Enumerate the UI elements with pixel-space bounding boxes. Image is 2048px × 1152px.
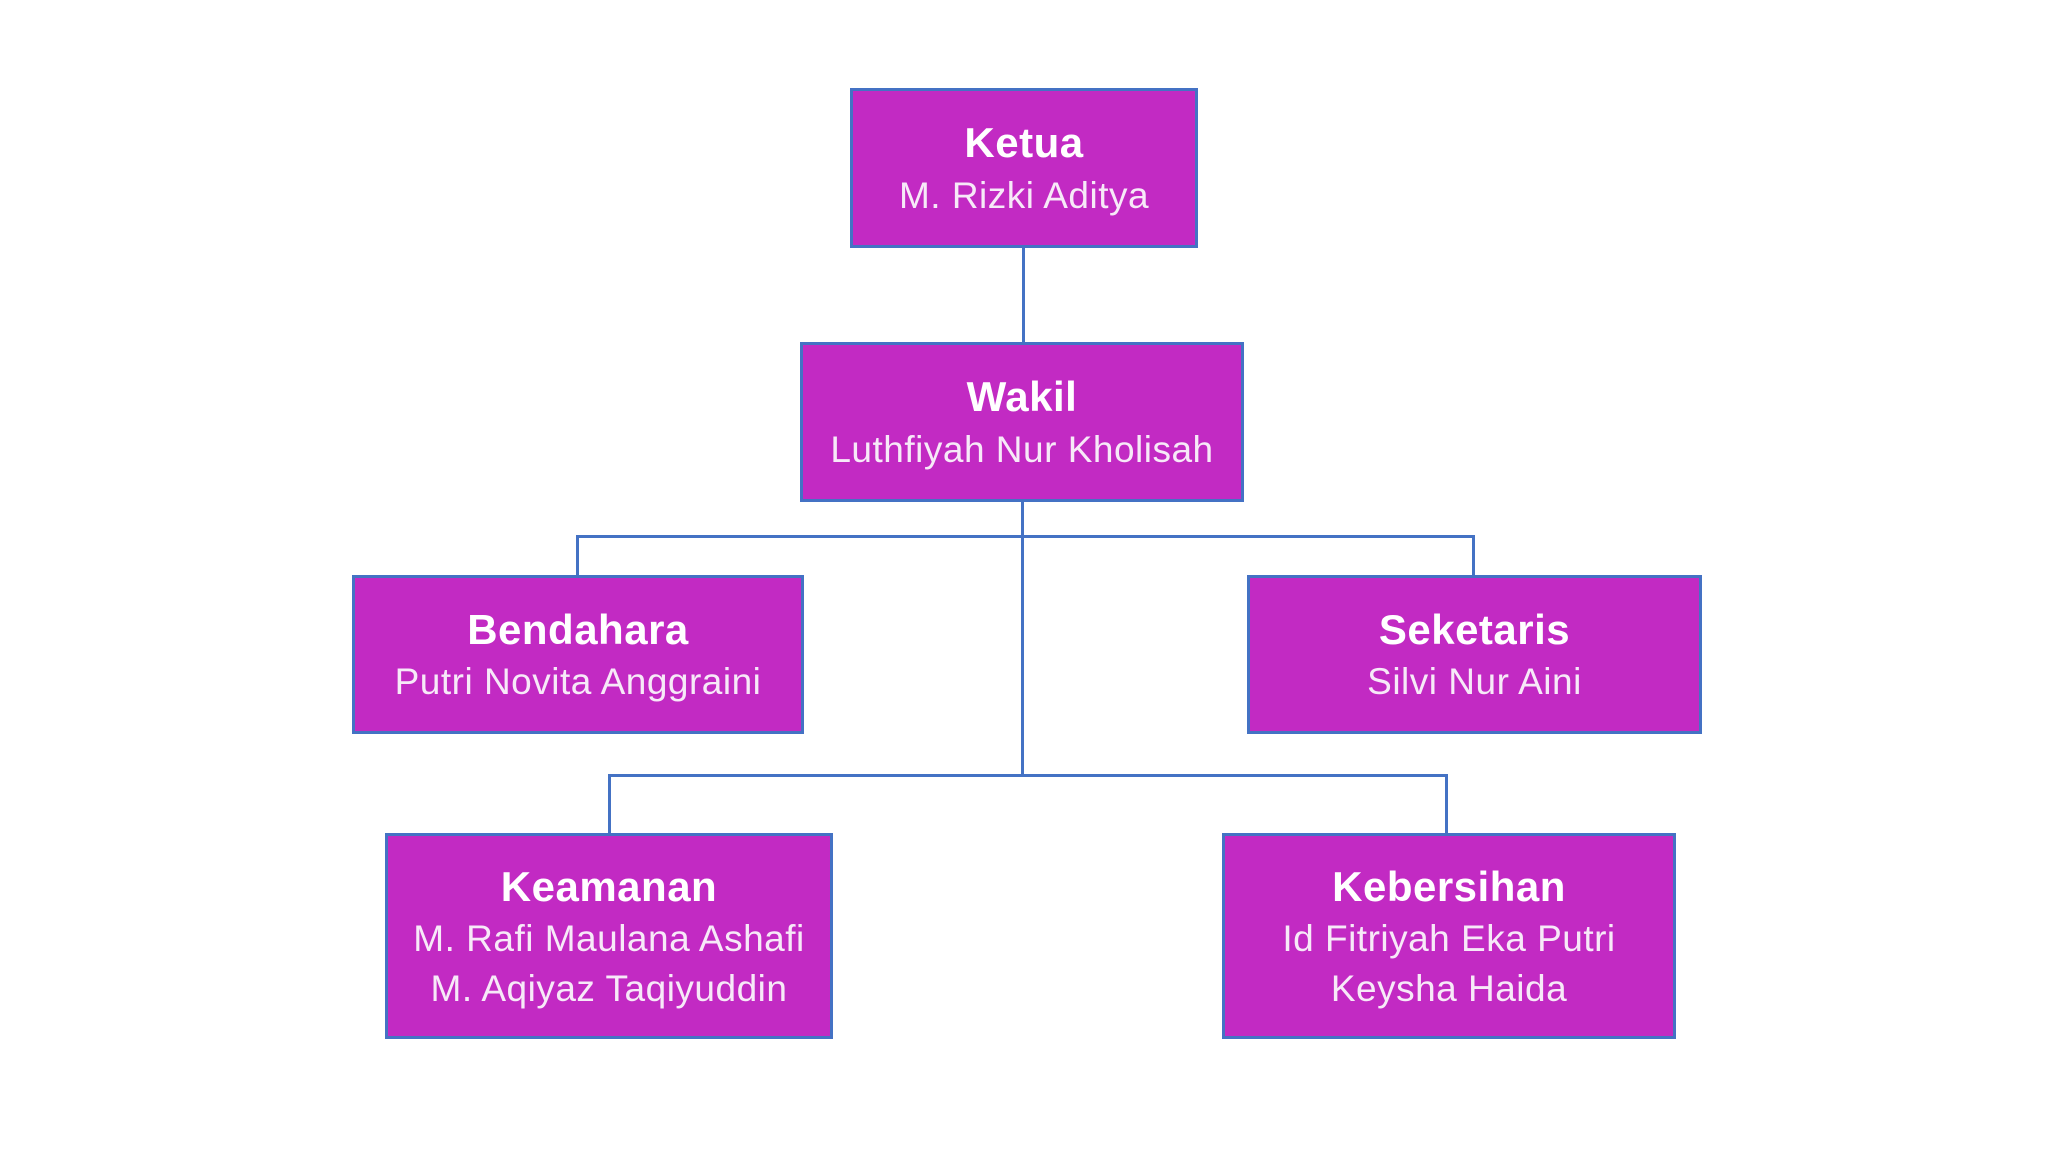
node-title: Wakil bbox=[966, 373, 1078, 421]
org-node-ketua: Ketua M. Rizki Aditya bbox=[850, 88, 1198, 248]
node-member-name: Id Fitriyah Eka Putri bbox=[1282, 918, 1616, 960]
connector-branch2-horizontal bbox=[608, 774, 1448, 777]
org-node-seketaris: Seketaris Silvi Nur Aini bbox=[1247, 575, 1702, 734]
node-title: Kebersihan bbox=[1332, 862, 1566, 910]
node-title: Keamanan bbox=[500, 862, 718, 910]
connector-branch2-to-keamanan bbox=[608, 774, 611, 835]
node-title: Seketaris bbox=[1378, 605, 1571, 653]
node-member-name: Putri Novita Anggraini bbox=[394, 661, 762, 703]
connector-branch1-to-seketaris bbox=[1472, 535, 1475, 577]
node-member-name: Silvi Nur Aini bbox=[1367, 661, 1582, 703]
node-member-name: Keysha Haida bbox=[1330, 967, 1568, 1009]
connector-wakil-trunk bbox=[1021, 500, 1024, 777]
connector-branch2-to-kebersihan bbox=[1445, 774, 1448, 835]
org-node-keamanan: Keamanan M. Rafi Maulana Ashafi M. Aqiya… bbox=[385, 833, 833, 1039]
org-node-bendahara: Bendahara Putri Novita Anggraini bbox=[352, 575, 804, 734]
node-member-name: M. Rizki Aditya bbox=[898, 174, 1150, 216]
org-node-wakil: Wakil Luthfiyah Nur Kholisah bbox=[800, 342, 1244, 502]
connector-branch1-horizontal bbox=[576, 535, 1475, 538]
connector-ketua-to-wakil bbox=[1022, 246, 1025, 344]
node-title: Ketua bbox=[964, 119, 1084, 167]
node-member-name: M. Aqiyaz Taqiyuddin bbox=[430, 967, 788, 1009]
node-member-name: M. Rafi Maulana Ashafi bbox=[413, 918, 805, 960]
org-node-kebersihan: Kebersihan Id Fitriyah Eka Putri Keysha … bbox=[1222, 833, 1676, 1039]
connector-branch1-to-bendahara bbox=[576, 535, 579, 577]
node-member-name: Luthfiyah Nur Kholisah bbox=[830, 428, 1214, 470]
node-title: Bendahara bbox=[467, 605, 689, 653]
